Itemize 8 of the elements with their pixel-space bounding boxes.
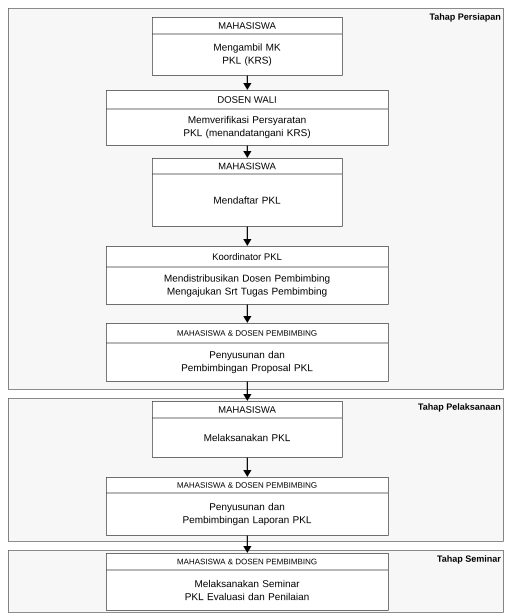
process-box: MAHASISWA Mengambil MK PKL (KRS) [152, 17, 343, 76]
process-box: Koordinator PKL Mendistribusikan Dosen Pembimbing Mengajukan Srt Tugas Pembimbing [106, 246, 389, 305]
process-box: MAHASISWA Mendaftar PKL [152, 158, 343, 227]
process-box: MAHASISWA Melaksanakan PKL [152, 401, 343, 458]
process-box: MAHASISWA & DOSEN PEMBIMBING Penyusunan dan Pembimbingan Laporan PKL [106, 477, 389, 536]
process-box: MAHASISWA & DOSEN PEMBIMBING Melaksanakan Seminar PKL Evaluasi dan Penilaian [106, 553, 389, 611]
process-box: DOSEN WALI Memverifikasi Persyaratan PKL (menandatangani KRS) [106, 90, 389, 146]
process-box: MAHASISWA & DOSEN PEMBIMBING Penyusunan dan Pembimbingan Proposal PKL [106, 323, 389, 382]
